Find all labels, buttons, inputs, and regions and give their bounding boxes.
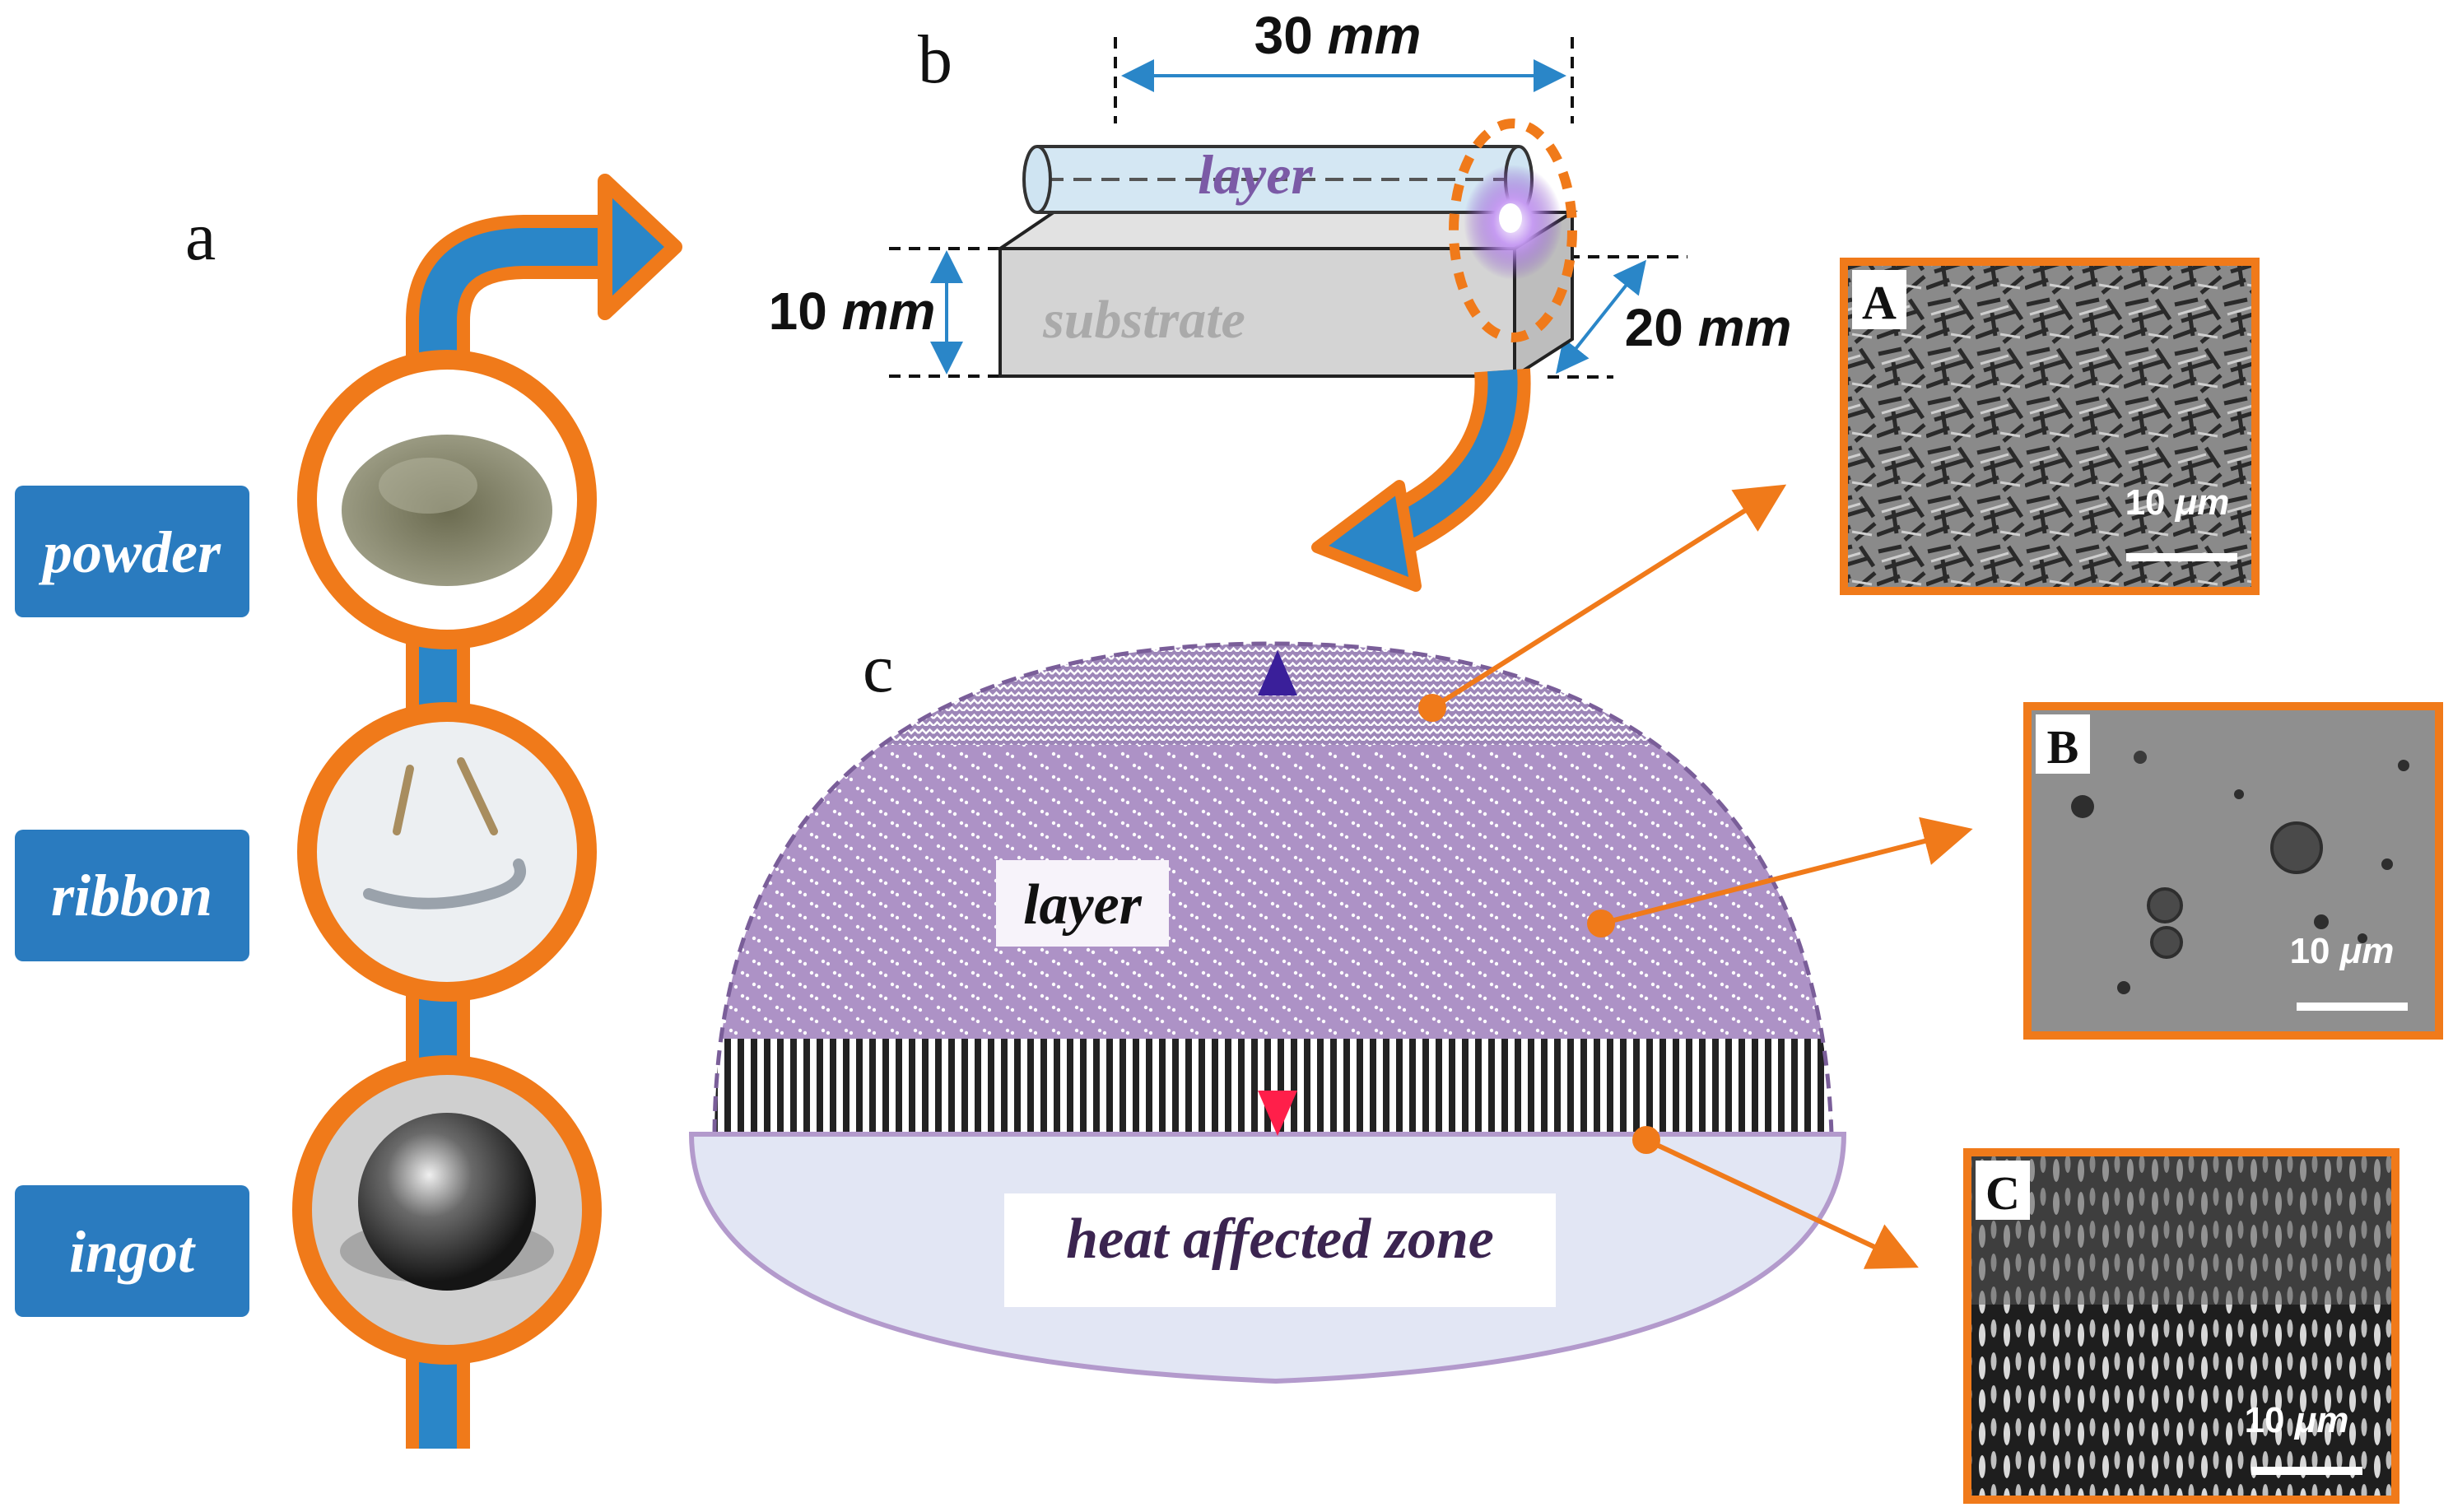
callout-arrows [1431, 484, 1973, 1269]
height-value: 10 [769, 281, 827, 341]
label-powder-text: powder [38, 519, 221, 585]
height-unit: mm [842, 281, 936, 341]
callout-dot-c [1632, 1126, 1660, 1154]
micrograph-b-scalebar [2297, 1003, 2408, 1011]
micrograph-b-letter: B [2047, 720, 2079, 774]
layer-label-c: layer [1023, 873, 1143, 937]
process-stem [406, 174, 682, 1449]
substrate-label: substrate [1042, 290, 1245, 350]
svg-text:20 mm: 20 mm [1625, 298, 1792, 357]
height-dimension-label: 10 mm [769, 281, 936, 341]
svg-text:10 μm: 10 μm [2245, 1400, 2349, 1440]
micrograph-b-scale-unit: μm [2339, 931, 2395, 971]
micrograph-a-scale-unit: μm [2174, 482, 2230, 523]
width-dimension-arrow [1556, 259, 1646, 375]
micrograph-c: C 10 μm [1963, 1148, 2399, 1504]
ribbon-sample [297, 702, 597, 1002]
callout-dot-a [1418, 694, 1446, 722]
micrograph-c-scale-value: 10 [2245, 1400, 2285, 1440]
width-dimension-label: 20 mm [1625, 298, 1792, 357]
substrate-block [994, 209, 1578, 379]
micrograph-c-scalebar [2251, 1467, 2362, 1475]
ingot-sample [292, 1055, 602, 1365]
micrograph-b: B 10 μm [2023, 702, 2443, 1040]
callout-dot-b [1587, 910, 1615, 937]
micrograph-c-letter: C [1985, 1166, 2020, 1220]
length-dimension-label: 30 mm [1254, 6, 1422, 65]
haz-label: heat affected zone [1066, 1207, 1494, 1271]
cladding-dome [714, 644, 1832, 1134]
svg-text:10 mm: 10 mm [769, 281, 936, 341]
width-value: 20 [1625, 298, 1683, 357]
svg-text:30 mm: 30 mm [1254, 6, 1422, 65]
micrograph-c-scale-unit: μm [2293, 1400, 2349, 1440]
label-powder: powder [15, 486, 249, 617]
panel-a-letter: a [185, 198, 216, 275]
dimension-guides [889, 37, 1687, 379]
svg-text:10 μm: 10 μm [2290, 931, 2395, 971]
layer-label-b: layer [1198, 143, 1313, 206]
panel-b-letter: b [918, 21, 952, 98]
transition-arrow [1311, 368, 1531, 592]
micrograph-a: A 10 μm [1840, 258, 2260, 595]
micrograph-a-scale-value: 10 [2125, 482, 2166, 523]
length-unit: mm [1328, 6, 1422, 65]
laser-spot [1449, 119, 1577, 342]
micrograph-a-scalebar [2126, 553, 2237, 561]
label-ribbon-text: ribbon [51, 863, 212, 928]
svg-text:10 μm: 10 μm [2125, 482, 2230, 523]
label-ribbon: ribbon [15, 830, 249, 961]
panel-c-letter: c [863, 630, 893, 707]
powder-sample [297, 350, 597, 649]
process-arrow-head [598, 174, 682, 320]
label-ingot-text: ingot [69, 1219, 196, 1285]
micrograph-b-scale-value: 10 [2290, 931, 2330, 971]
length-value: 30 [1254, 6, 1313, 65]
width-unit: mm [1698, 298, 1792, 357]
depth-arrow [1258, 650, 1297, 1136]
label-ingot: ingot [15, 1185, 249, 1317]
micrograph-a-letter: A [1862, 276, 1897, 329]
